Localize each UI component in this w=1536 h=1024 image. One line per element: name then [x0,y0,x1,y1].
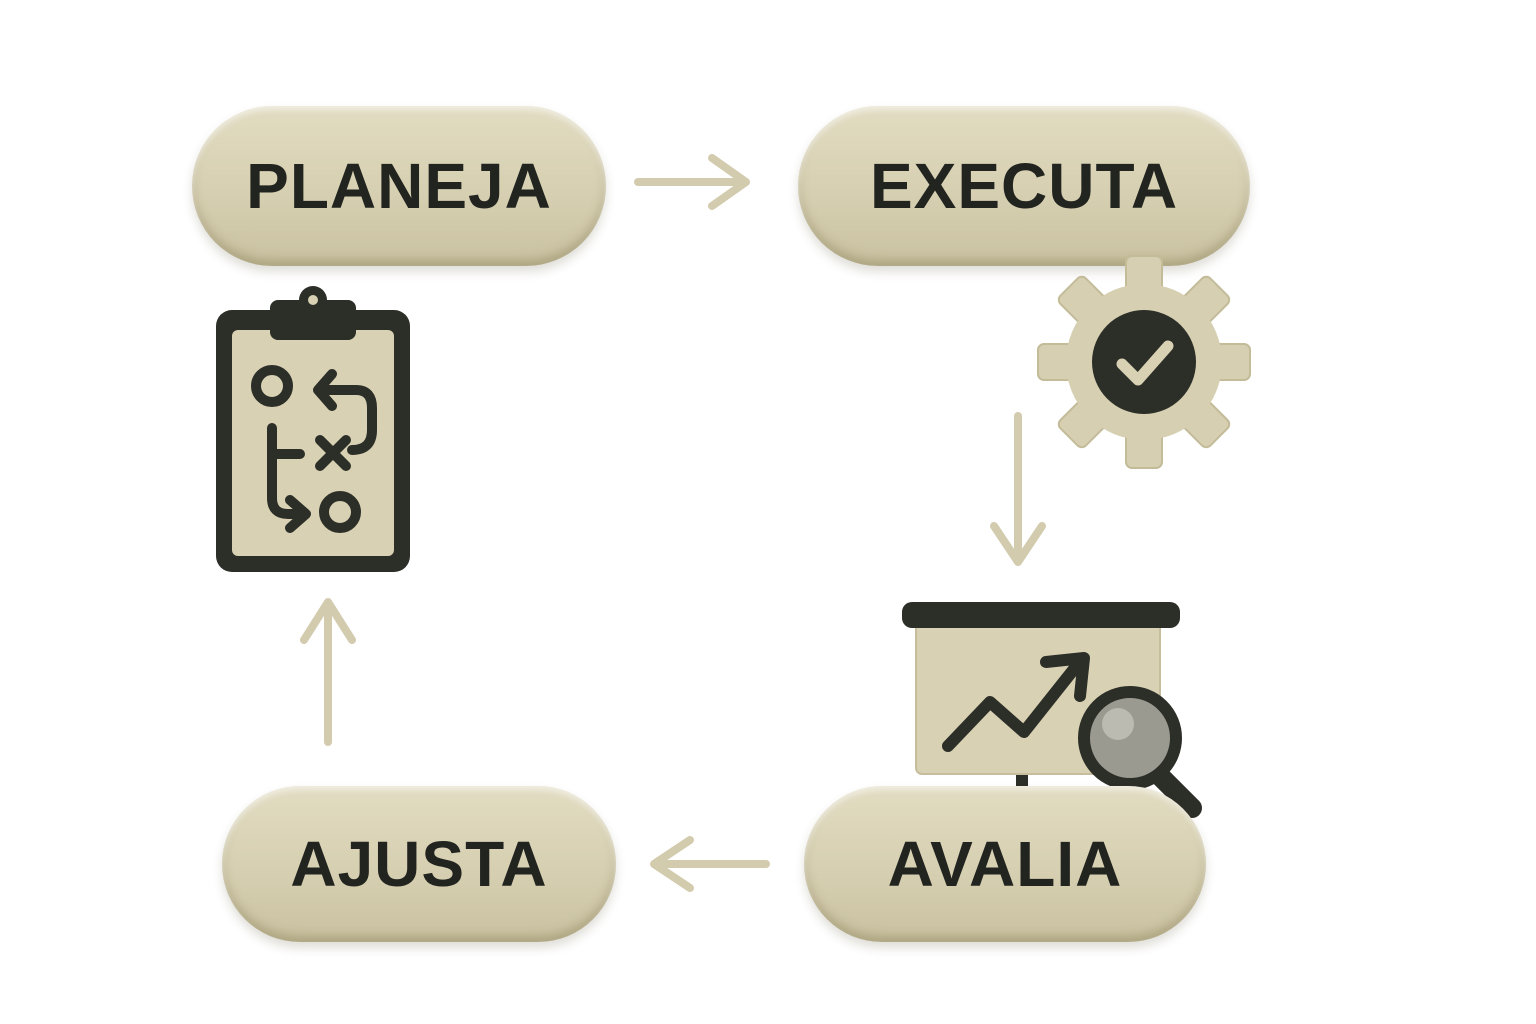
step-avalia: AVALIA [804,786,1206,942]
step-ajusta: AJUSTA [222,786,616,942]
arrow-up [300,598,356,746]
step-executa: EXECUTA [798,106,1250,266]
step-executa-label: EXECUTA [869,150,1179,222]
step-planeja: PLANEJA [192,106,606,266]
step-ajusta-label: AJUSTA [290,828,548,900]
arrow-down [990,412,1046,566]
step-planeja-label: PLANEJA [246,150,552,222]
arrow-right [634,154,750,210]
arrow-left [650,836,770,892]
step-avalia-label: AVALIA [887,828,1123,900]
